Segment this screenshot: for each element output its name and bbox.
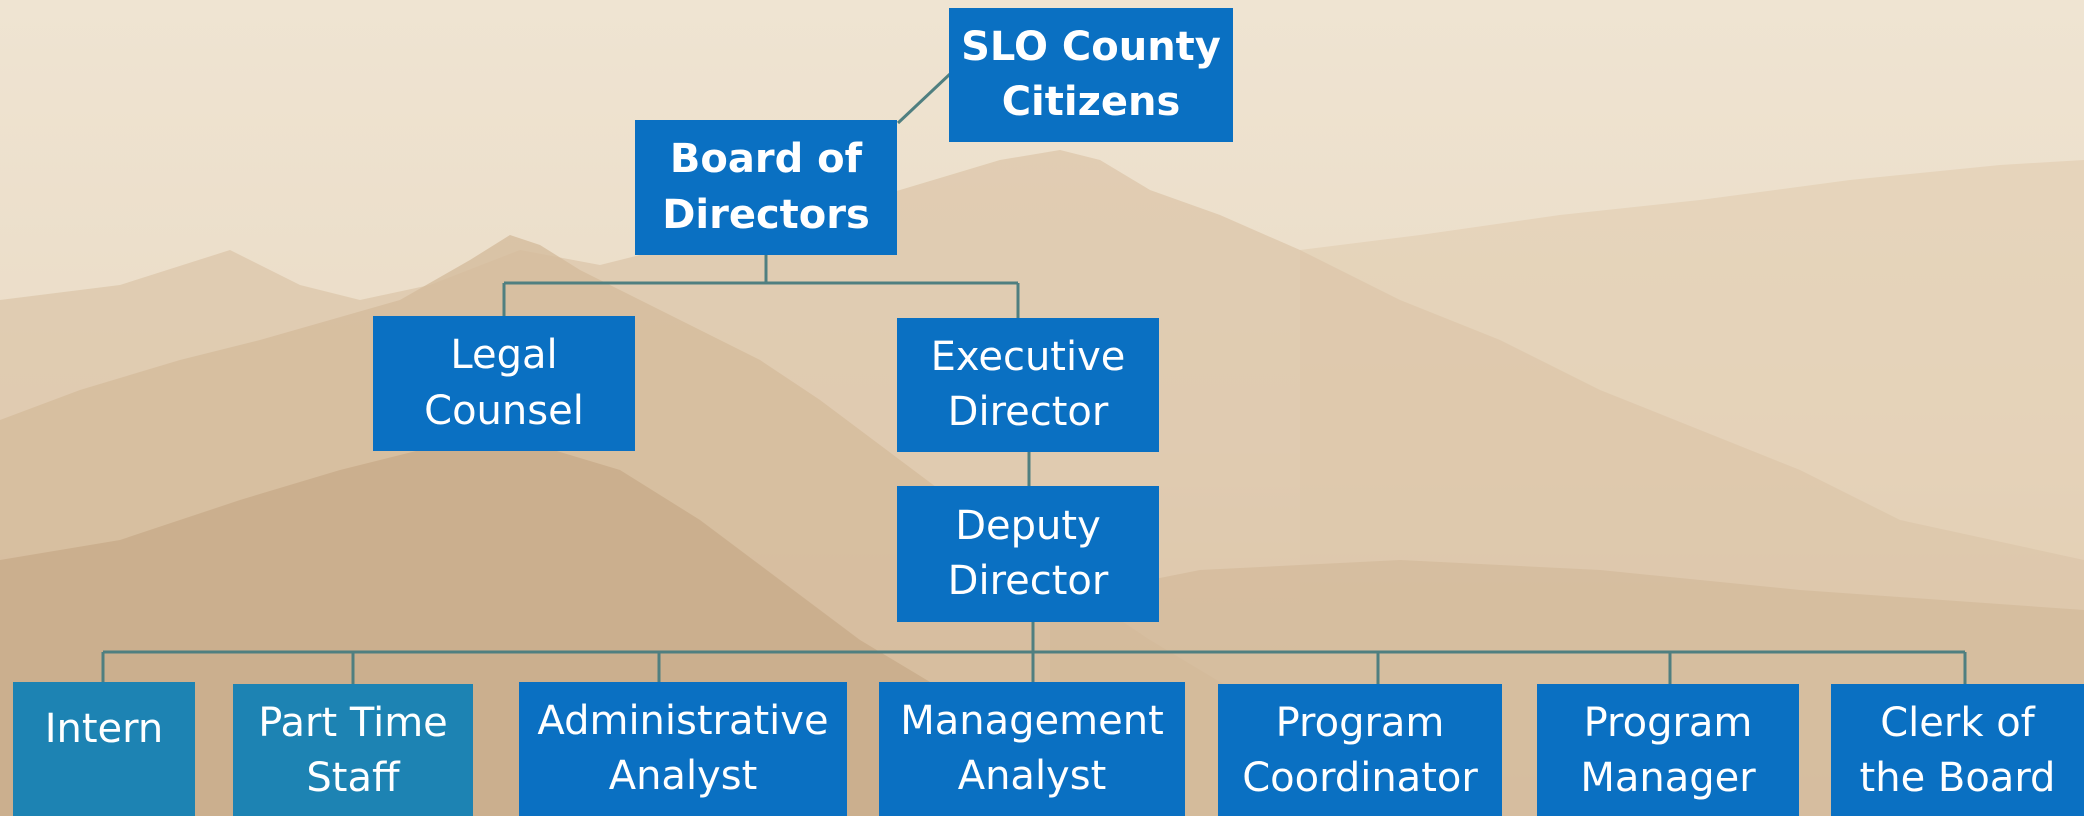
node-management-analyst: Management Analyst bbox=[879, 682, 1185, 816]
node-legal-counsel: Legal Counsel bbox=[373, 316, 635, 451]
node-clerk-of-the-board: Clerk of the Board bbox=[1831, 684, 2084, 816]
node-program-manager: Program Manager bbox=[1537, 684, 1799, 816]
node-program-coordinator: Program Coordinator bbox=[1218, 684, 1502, 816]
connector-citizens-board bbox=[896, 72, 952, 125]
node-deputy-director: Deputy Director bbox=[897, 486, 1159, 622]
node-administrative-analyst: Administrative Analyst bbox=[519, 682, 847, 816]
node-intern: Intern bbox=[13, 682, 195, 816]
node-board-of-directors: Board of Directors bbox=[635, 120, 897, 255]
node-slo-county-citizens: SLO County Citizens bbox=[949, 8, 1233, 142]
node-executive-director: Executive Director bbox=[897, 318, 1159, 452]
node-part-time-staff: Part Time Staff bbox=[233, 684, 473, 816]
